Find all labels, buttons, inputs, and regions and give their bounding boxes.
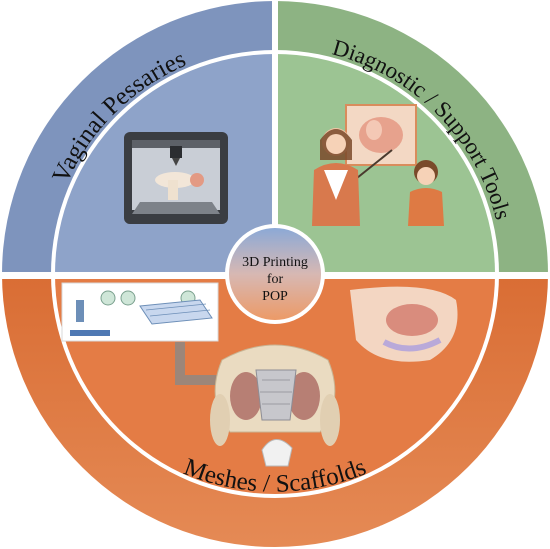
- pelvis-mesh-illustration: [210, 344, 340, 467]
- process-arrow: [175, 342, 220, 385]
- pointer: [351, 149, 393, 183]
- center-line-1: 3D Printing: [242, 255, 308, 270]
- center-line-3: POP: [262, 289, 288, 304]
- 3d-printer-illustration: [124, 132, 228, 224]
- mesh-implant: [255, 369, 297, 421]
- gloved-hand: [261, 439, 293, 467]
- scaffold-schematic-inset: [61, 282, 219, 342]
- doctor-child-illustration: [312, 104, 444, 226]
- child-body: [408, 188, 444, 226]
- divider-vertical: [272, 0, 278, 274]
- center-line-2: for: [267, 272, 284, 287]
- center-circle: [229, 228, 321, 320]
- anatomy-cross-section: [350, 286, 458, 362]
